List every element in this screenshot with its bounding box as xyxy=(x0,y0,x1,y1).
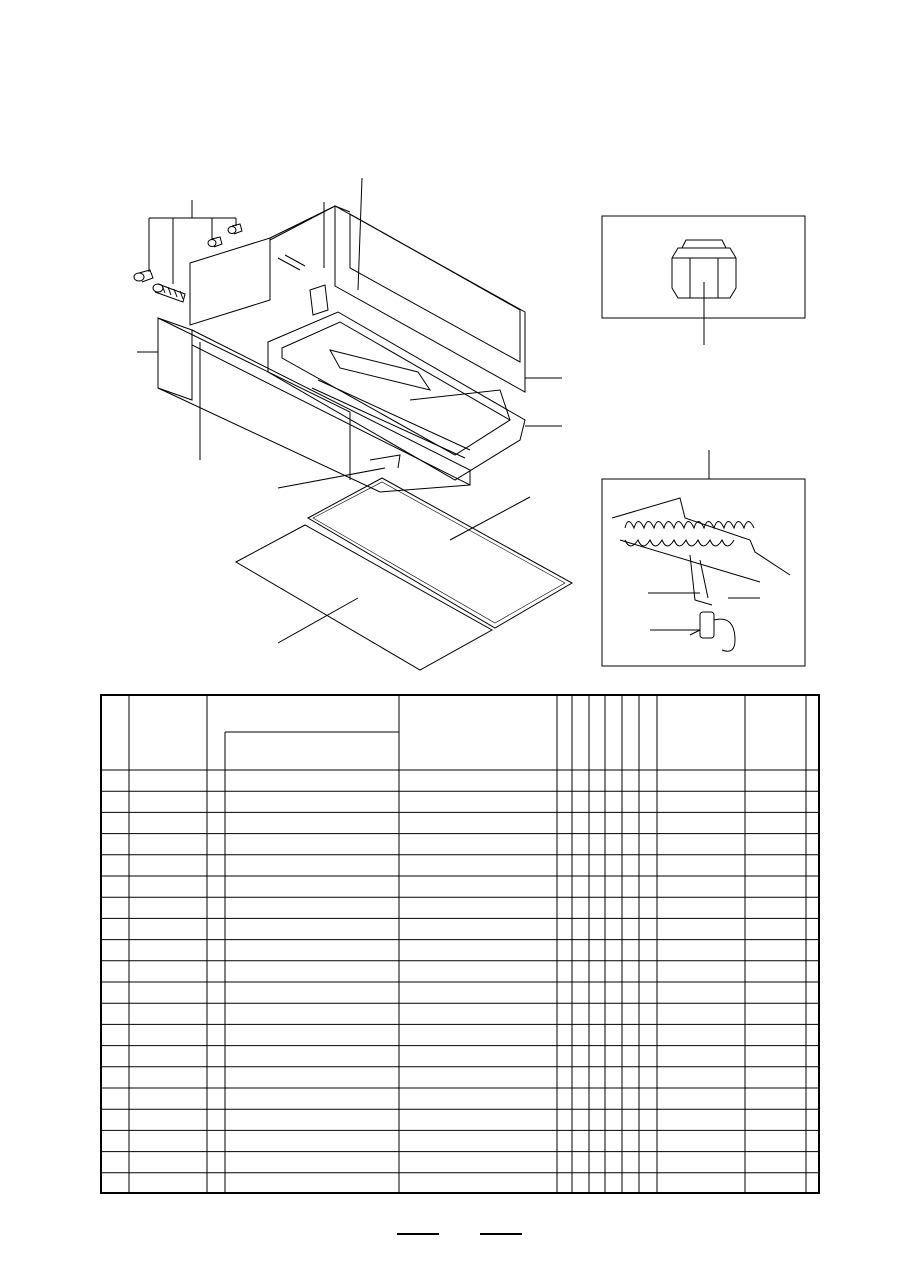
detail-box-heat-exchanger xyxy=(601,450,806,667)
footer-rule-left xyxy=(397,1233,439,1235)
fittings-group xyxy=(133,223,329,316)
table-grid xyxy=(102,696,820,1194)
unit-casing xyxy=(157,205,526,493)
detail-box-flare-nut xyxy=(601,215,806,345)
parts-list-table xyxy=(100,694,820,1194)
footer-rule-right xyxy=(480,1233,522,1235)
drain-pan xyxy=(267,311,526,481)
leader-lines xyxy=(137,177,562,644)
air-filter-front xyxy=(234,524,494,671)
air-filter-rear xyxy=(306,477,574,629)
exploded-parts-diagram xyxy=(133,177,806,671)
